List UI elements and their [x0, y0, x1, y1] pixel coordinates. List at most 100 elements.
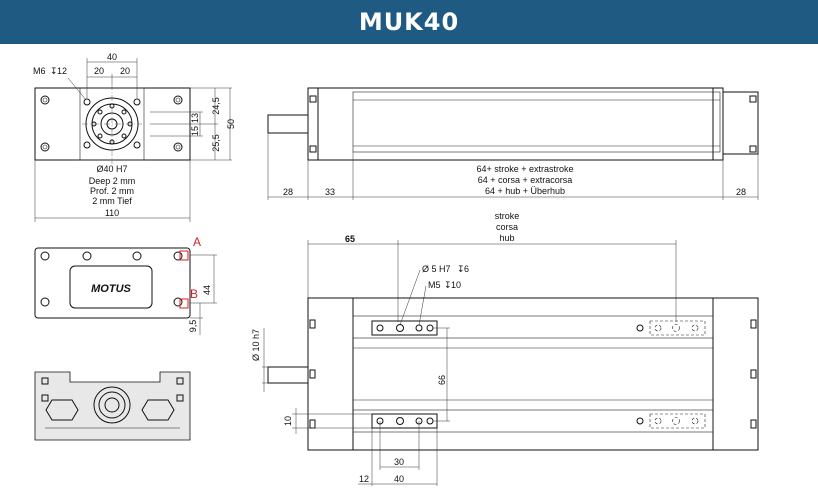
mount-hole-inner [175, 144, 181, 150]
hub-hole [83, 141, 91, 149]
callout-b: B [190, 287, 198, 301]
dim-50: 50 [226, 119, 236, 129]
section-slot [41, 377, 49, 385]
mount-hole-inner [42, 144, 48, 150]
section-slot [176, 394, 184, 402]
depth-symbol: ↧ [50, 66, 58, 76]
mount-slot [750, 419, 757, 429]
dim-20-right: 20 [120, 66, 130, 76]
side-view: MOTUS A B 44 9,5 [34, 235, 217, 335]
carriage-hole [426, 417, 434, 425]
length-note-de: 64 + hub + Überhub [485, 186, 565, 196]
rail-bottom [352, 409, 714, 433]
leader-line [67, 77, 87, 101]
mount-slot [750, 319, 757, 329]
pin-hole-end [672, 324, 680, 332]
dim-30: 30 [394, 457, 404, 467]
carriage-hole [636, 324, 644, 332]
pin-depth-symbol: ↧ [457, 264, 465, 274]
section-profile [34, 371, 191, 441]
guide-rail-left [45, 399, 79, 421]
plan-view: stroke corsa hub 65 Ø 5 H7 ↧ 6 M5 ↧ 10 [251, 211, 759, 486]
leader-line [418, 285, 427, 326]
bore-label: Ø40 H7 [96, 164, 127, 174]
carriage-hole-end [691, 324, 699, 332]
guide-rail-right [141, 399, 175, 421]
carriage-hole [426, 324, 434, 332]
depth-note-it: Prof. 2 mm [90, 186, 134, 196]
stroke-label-it: corsa [496, 222, 518, 232]
thread-depth: 10 [451, 280, 461, 290]
mount-slot [309, 369, 316, 379]
side-hole [173, 251, 183, 261]
carriage-outline [352, 91, 721, 153]
hub-bolt [97, 133, 103, 139]
carriage-hole [415, 324, 423, 332]
dim-9-5: 9,5 [188, 320, 198, 333]
dim-40: 40 [394, 474, 404, 484]
top-body-outline [307, 87, 724, 161]
dim-15: 15 [190, 126, 200, 136]
dim-66: 66 [437, 375, 447, 385]
pin-hole [396, 417, 404, 425]
pin-hole-end [672, 417, 680, 425]
carriage-end-position [649, 413, 706, 429]
carriage-hole-end [654, 417, 662, 425]
carriage-hole [376, 324, 384, 332]
mount-slot [749, 145, 757, 153]
hub-bolt [121, 109, 127, 115]
pin-label: Ø 5 H7 [422, 264, 451, 274]
depth-note-en: Deep 2 mm [89, 176, 136, 186]
length-note-it: 64 + corsa + extracorsa [478, 175, 573, 185]
dim-40-top: 40 [107, 52, 117, 62]
mount-hole-inner [175, 97, 181, 103]
thread-depth-symbol: ↧ [444, 280, 452, 290]
title-banner: MUK40 [0, 0, 818, 44]
dim-20-left: 20 [94, 66, 104, 76]
side-hole [173, 297, 183, 307]
dim-44: 44 [202, 285, 212, 295]
carriage-hole [636, 417, 644, 425]
side-hole [132, 251, 142, 261]
section-slot [41, 394, 49, 402]
front-view: 40 20 20 M6 ↧ 12 24,5 13 15 25,5 50 Ø40 … [33, 52, 236, 222]
screw-outer [93, 386, 131, 424]
dim-65: 65 [345, 234, 355, 244]
thread-depth: 12 [57, 66, 67, 76]
mount-hole [40, 95, 50, 105]
callout-a: A [193, 235, 201, 249]
pin-depth: 6 [464, 264, 469, 274]
dim-13: 13 [190, 113, 200, 123]
side-hole [40, 297, 50, 307]
mount-slot [749, 95, 757, 103]
thread-label: M5 [428, 280, 441, 290]
shaft-label: Ø 10 h7 [251, 329, 261, 361]
hub-bolt [121, 133, 127, 139]
dim-33: 33 [325, 187, 335, 197]
nameplate [69, 265, 153, 309]
mount-hole [173, 95, 183, 105]
dim-12: 12 [359, 474, 369, 484]
dim-25-5: 25,5 [211, 134, 221, 152]
dim-110: 110 [105, 208, 119, 218]
hub-bolt [97, 109, 103, 115]
mount-hole [40, 142, 50, 152]
length-note-en: 64+ stroke + extrastroke [476, 164, 573, 174]
carriage-hole-end [691, 417, 699, 425]
brand-logo: MOTUS [91, 283, 131, 295]
plan-end-right [712, 297, 759, 451]
hub-hole [133, 141, 141, 149]
stroke-label-en: stroke [495, 211, 520, 221]
hub-hole [83, 98, 91, 106]
mount-slot [309, 419, 316, 429]
top-view: 28 33 28 64+ stroke + extrastroke 64 + c… [267, 87, 759, 200]
carriage-end-position [649, 320, 706, 336]
depth-note-de: 2 mm Tief [92, 196, 132, 206]
pin-hole [396, 324, 404, 332]
mount-slot [309, 95, 317, 103]
side-body-outline [34, 247, 191, 319]
mount-slot [309, 145, 317, 153]
dim-10: 10 [283, 416, 293, 426]
screw-inner [104, 397, 120, 413]
